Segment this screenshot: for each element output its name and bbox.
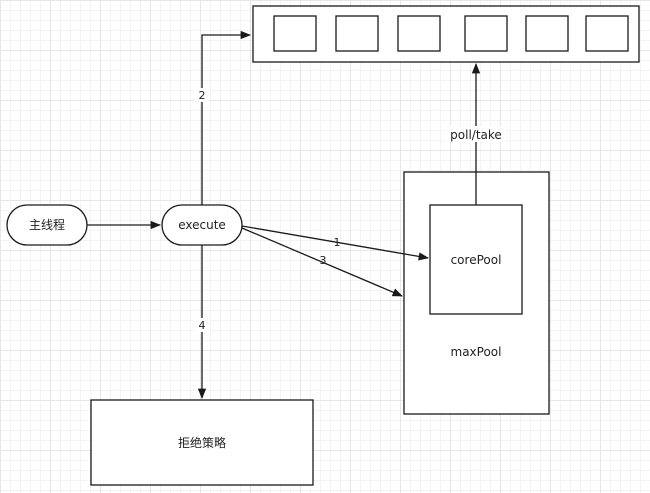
edge-1-arrow	[241, 225, 430, 261]
edge-4-label: 4	[199, 319, 206, 332]
core-pool-label: corePool	[451, 253, 502, 267]
queue-slots	[273, 15, 629, 52]
edge-2-label-bg	[194, 88, 210, 102]
queue-slot	[585, 15, 629, 52]
main-thread-label: 主线程	[29, 217, 65, 232]
queue-slot	[397, 15, 441, 52]
core-pool-box	[429, 204, 523, 315]
reject-policy-box	[90, 399, 314, 486]
task-queue	[252, 5, 640, 63]
queue-slot	[464, 15, 508, 52]
queue-slot	[525, 15, 569, 52]
edge-2-arrow	[201, 30, 252, 205]
edge-3-label: 3	[320, 254, 327, 267]
max-pool-label: maxPool	[451, 345, 502, 359]
poll-take-label-bg	[446, 126, 506, 142]
execute-label: execute	[178, 218, 226, 232]
poll-take-label: poll/take	[450, 128, 502, 142]
queue-slot	[273, 15, 317, 52]
edge-2-label: 2	[199, 89, 206, 102]
queue-slot	[335, 15, 379, 52]
reject-policy-label: 拒绝策略	[178, 435, 226, 450]
edge-4-label-bg	[194, 318, 210, 332]
edge-1-label: 1	[334, 236, 341, 249]
edge-3-arrow	[241, 227, 403, 297]
